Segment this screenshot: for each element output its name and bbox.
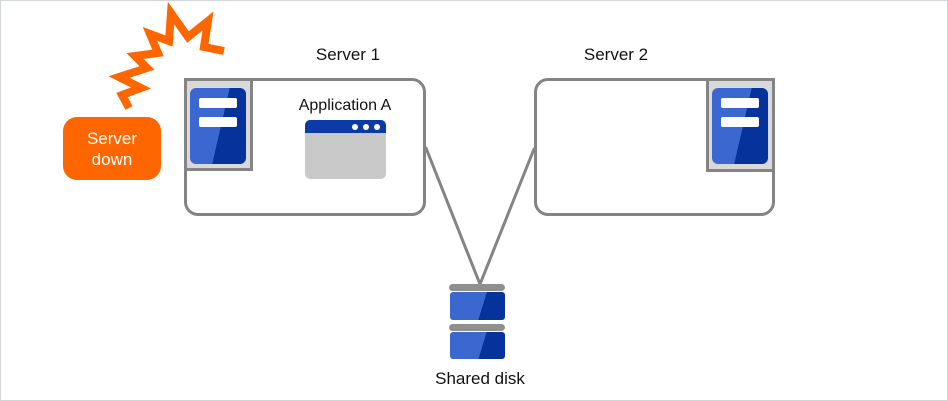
window-dot-icon [374, 123, 380, 130]
server2-icon-frame [706, 78, 775, 172]
window-dot-icon [352, 123, 358, 130]
server-down-badge: Server down [63, 117, 161, 180]
server1-label: Server 1 [315, 45, 381, 64]
server-tower-icon [712, 88, 768, 164]
disk-cap-bar [449, 324, 505, 331]
application-a-label: Application A [298, 97, 392, 114]
server-down-badge-label: Server down [86, 128, 138, 169]
disk-platter [450, 292, 505, 320]
tower-slot-bar [199, 98, 237, 108]
server-tower-icon [190, 88, 246, 164]
server1-icon-frame [184, 78, 253, 171]
connector-line-server1-disk [424, 146, 481, 285]
window-dot-icon [363, 123, 369, 130]
shared-disk-label: Shared disk [435, 369, 525, 388]
disk-cap-bar [449, 284, 505, 291]
server2-label: Server 2 [583, 45, 649, 64]
connector-line-server2-disk [479, 147, 536, 285]
app-window-icon [305, 120, 386, 179]
disk-platter [450, 332, 505, 359]
app-window-titlebar [305, 120, 386, 133]
tower-slot-bar [199, 117, 237, 127]
tower-slot-bar [721, 117, 759, 127]
crash-flash-icon [108, 1, 225, 110]
tower-slot-bar [721, 98, 759, 108]
